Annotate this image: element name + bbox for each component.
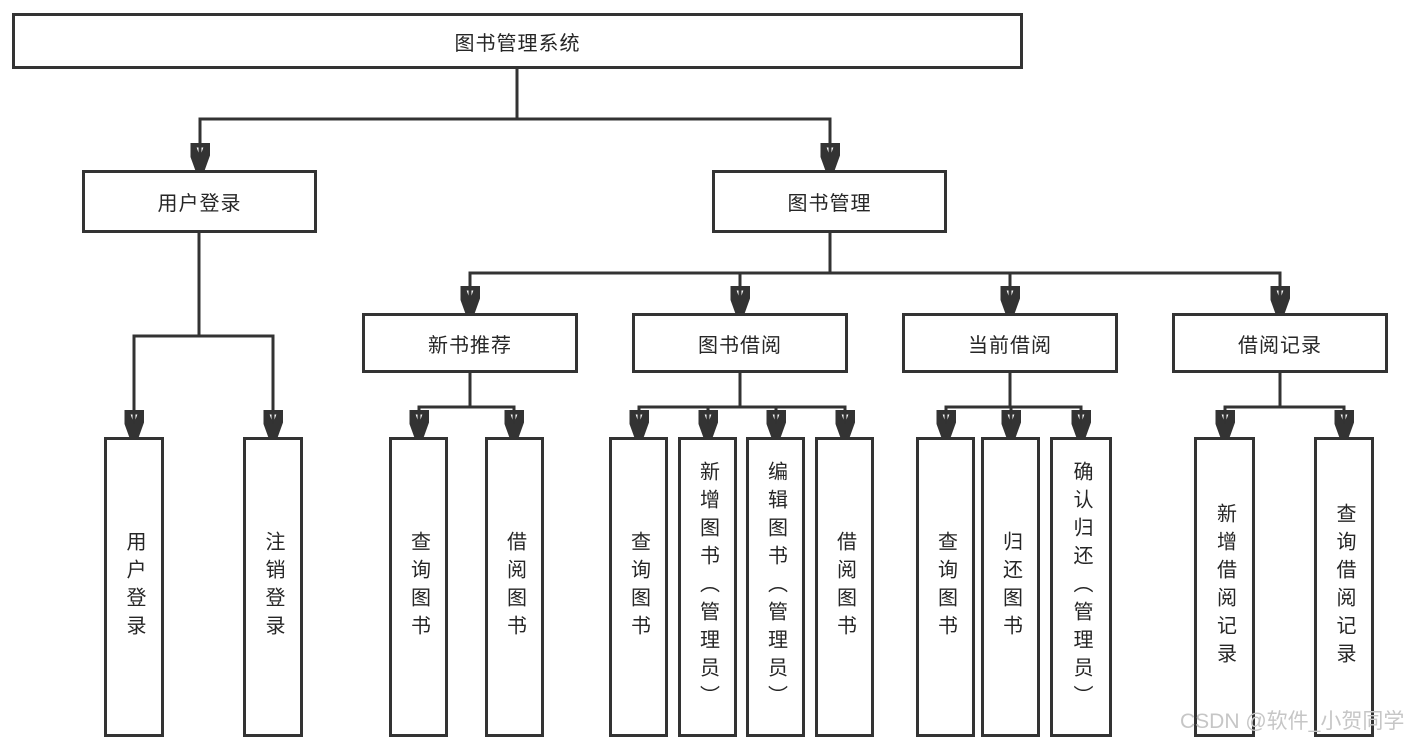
leaf-logout-label: 注销登录 [262,531,284,643]
leaf-query-books-3-label: 查询图书 [934,531,957,643]
leaf-borrow-books-2: 借阅图书 [815,437,874,737]
leaf-borrow-books-1: 借阅图书 [485,437,544,737]
leaf-query-books-1-label: 查询图书 [407,531,430,643]
leaf-return-book-label: 归还图书 [999,531,1022,643]
leaf-confirm-return-admin: 确认归还（管理员） [1050,437,1112,737]
leaf-add-book-admin-label: 新增图书（管理员） [696,461,719,713]
leaf-query-borrow-record: 查询借阅记录 [1314,437,1374,737]
leaf-add-borrow-record-label: 新增借阅记录 [1213,503,1236,671]
leaf-query-books-2: 查询图书 [609,437,668,737]
leaf-add-book-admin: 新增图书（管理员） [678,437,737,737]
leaf-logout: 注销登录 [243,437,303,737]
node-book-borrowing-label: 图书借阅 [698,334,782,357]
node-book-management: 图书管理 [712,170,947,233]
node-new-book-recommend: 新书推荐 [362,313,578,373]
node-user-login: 用户登录 [82,170,317,233]
node-borrowing-records-label: 借阅记录 [1238,334,1322,357]
leaf-edit-book-admin: 编辑图书（管理员） [746,437,805,737]
node-root-label: 图书管理系统 [454,32,581,55]
leaf-query-books-2-label: 查询图书 [627,531,650,643]
node-borrowing-records: 借阅记录 [1172,313,1388,373]
leaf-borrow-books-2-label: 借阅图书 [833,531,856,643]
node-book-management-label: 图书管理 [787,193,872,215]
node-new-book-recommend-label: 新书推荐 [428,334,512,357]
node-user-login-label: 用户登录 [157,193,242,215]
node-root: 图书管理系统 [12,13,1023,69]
leaf-user-login-label: 用户登录 [123,531,145,643]
leaf-add-borrow-record: 新增借阅记录 [1194,437,1255,737]
leaf-query-books-1: 查询图书 [389,437,448,737]
leaf-return-book: 归还图书 [981,437,1040,737]
leaf-query-books-3: 查询图书 [916,437,975,737]
node-current-borrowing-label: 当前借阅 [968,334,1052,357]
leaf-borrow-books-1-label: 借阅图书 [503,531,526,643]
leaf-confirm-return-admin-label: 确认归还（管理员） [1070,461,1092,713]
leaf-query-borrow-record-label: 查询借阅记录 [1333,503,1355,671]
node-current-borrowing: 当前借阅 [902,313,1118,373]
csdn-watermark: CSDN @软件_小贺同学 [1180,710,1405,733]
leaf-user-login: 用户登录 [104,437,164,737]
leaf-edit-book-admin-label: 编辑图书（管理员） [764,461,787,713]
node-book-borrowing: 图书借阅 [632,313,848,373]
